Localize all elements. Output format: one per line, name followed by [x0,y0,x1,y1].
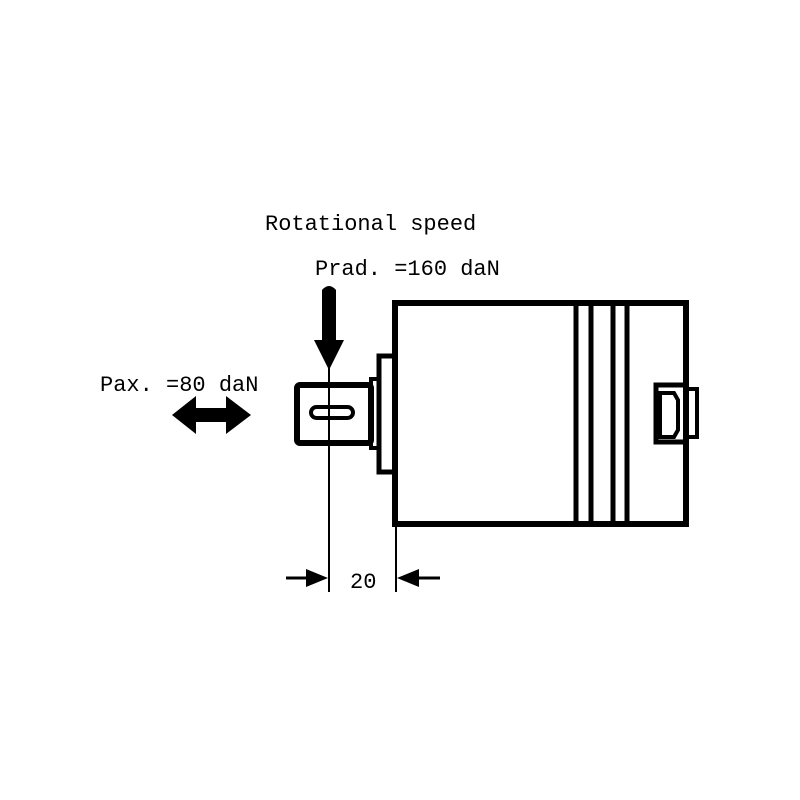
connector-plug [658,391,680,439]
shaft [294,382,374,446]
axial-force-double-arrow-icon [172,396,251,434]
axial-load-label: Pax. =80 daN [100,373,258,398]
radial-force-arrow-icon [314,286,344,370]
dimension-label: 20 [350,570,376,595]
dimension-arrow-right-icon [397,569,419,587]
connector-tab [684,387,699,439]
key-slot [309,405,355,420]
dimension-arrow-left-icon [306,569,328,587]
motor-body [392,300,689,527]
radial-load-label: Prad. =160 daN [315,257,500,282]
rotational-speed-label: Rotational speed [265,212,476,237]
flange [376,353,398,475]
